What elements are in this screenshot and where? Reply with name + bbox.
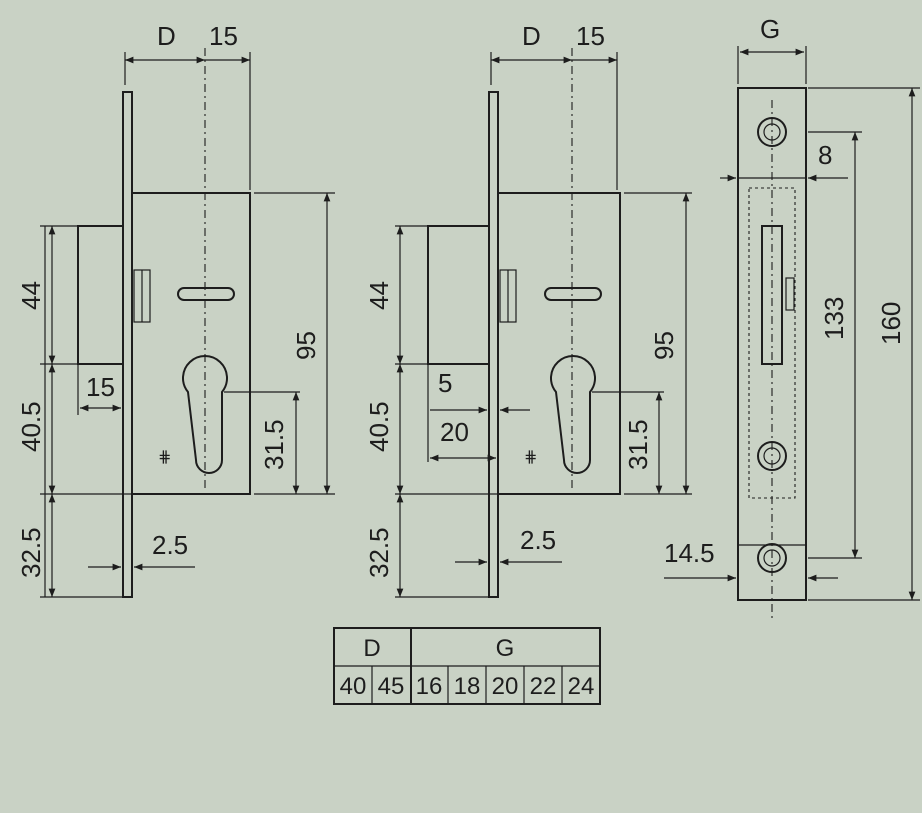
mid-dim-31-5: 31.5 [623, 419, 653, 470]
left-faceplate [122, 91, 133, 598]
mid-screw-mark: ⋕ [524, 449, 537, 466]
left-dim-32-5: 32.5 [16, 527, 46, 578]
table-d-45: 45 [378, 673, 405, 700]
left-dim-40-5: 40.5 [16, 401, 46, 452]
mid-case-body [497, 192, 621, 495]
left-dim-15-top: 15 [209, 21, 238, 51]
mid-dim-5: 5 [438, 368, 452, 398]
table-g-24: 24 [568, 673, 595, 700]
mid-dim-20: 20 [440, 417, 469, 447]
left-dim-31-5: 31.5 [259, 419, 289, 470]
left-dim-d: D [157, 21, 176, 51]
front-dim-160: 160 [876, 302, 906, 345]
left-slot [177, 287, 235, 301]
table-g-22: 22 [530, 673, 557, 700]
left-screw-mark: ⋕ [158, 449, 171, 466]
table-g-18: 18 [454, 673, 481, 700]
mid-dim-2-5: 2.5 [520, 525, 556, 555]
mid-dim-44: 44 [364, 281, 394, 310]
left-dim-15-latch: 15 [86, 372, 115, 402]
front-dim-g: G [760, 14, 780, 44]
mid-faceplate [488, 91, 499, 598]
table-d-40: 40 [340, 673, 367, 700]
left-cylinder-hole [182, 355, 228, 474]
front-latch-pin [785, 277, 795, 311]
front-dim-133: 133 [819, 297, 849, 340]
front-case-hidden-outline [748, 187, 796, 499]
front-plate [737, 87, 807, 601]
mid-slot [544, 287, 602, 301]
mid-dim-95: 95 [649, 331, 679, 360]
mid-dim-32-5: 32.5 [364, 527, 394, 578]
front-dim-8: 8 [818, 140, 832, 170]
mid-dim-40-5: 40.5 [364, 401, 394, 452]
mid-cylinder-hole [550, 355, 596, 474]
left-dim-2-5: 2.5 [152, 530, 188, 560]
table-header-d: D [363, 635, 380, 662]
front-faceplate-view: G 8 133 160 14.5 [664, 14, 920, 620]
left-lock-view: ⋕ D 15 44 40.5 32.5 15 95 31.5 [16, 21, 335, 598]
left-latch-bolt [77, 225, 124, 365]
left-dim-44: 44 [16, 281, 46, 310]
middle-lock-view: ⋕ D 15 44 40.5 32.5 5 20 95 31.5 [364, 21, 692, 598]
left-dim-95: 95 [291, 331, 321, 360]
front-dim-14-5: 14.5 [664, 538, 715, 568]
left-case-body [131, 192, 251, 495]
table-g-20: 20 [492, 673, 519, 700]
table-g-16: 16 [416, 673, 443, 700]
mid-latch-bolt [427, 225, 490, 365]
size-table: D G 40 45 16 18 20 22 24 [333, 627, 601, 705]
table-header-g: G [496, 635, 515, 662]
mid-dim-15-top: 15 [576, 21, 605, 51]
mid-dim-d: D [522, 21, 541, 51]
